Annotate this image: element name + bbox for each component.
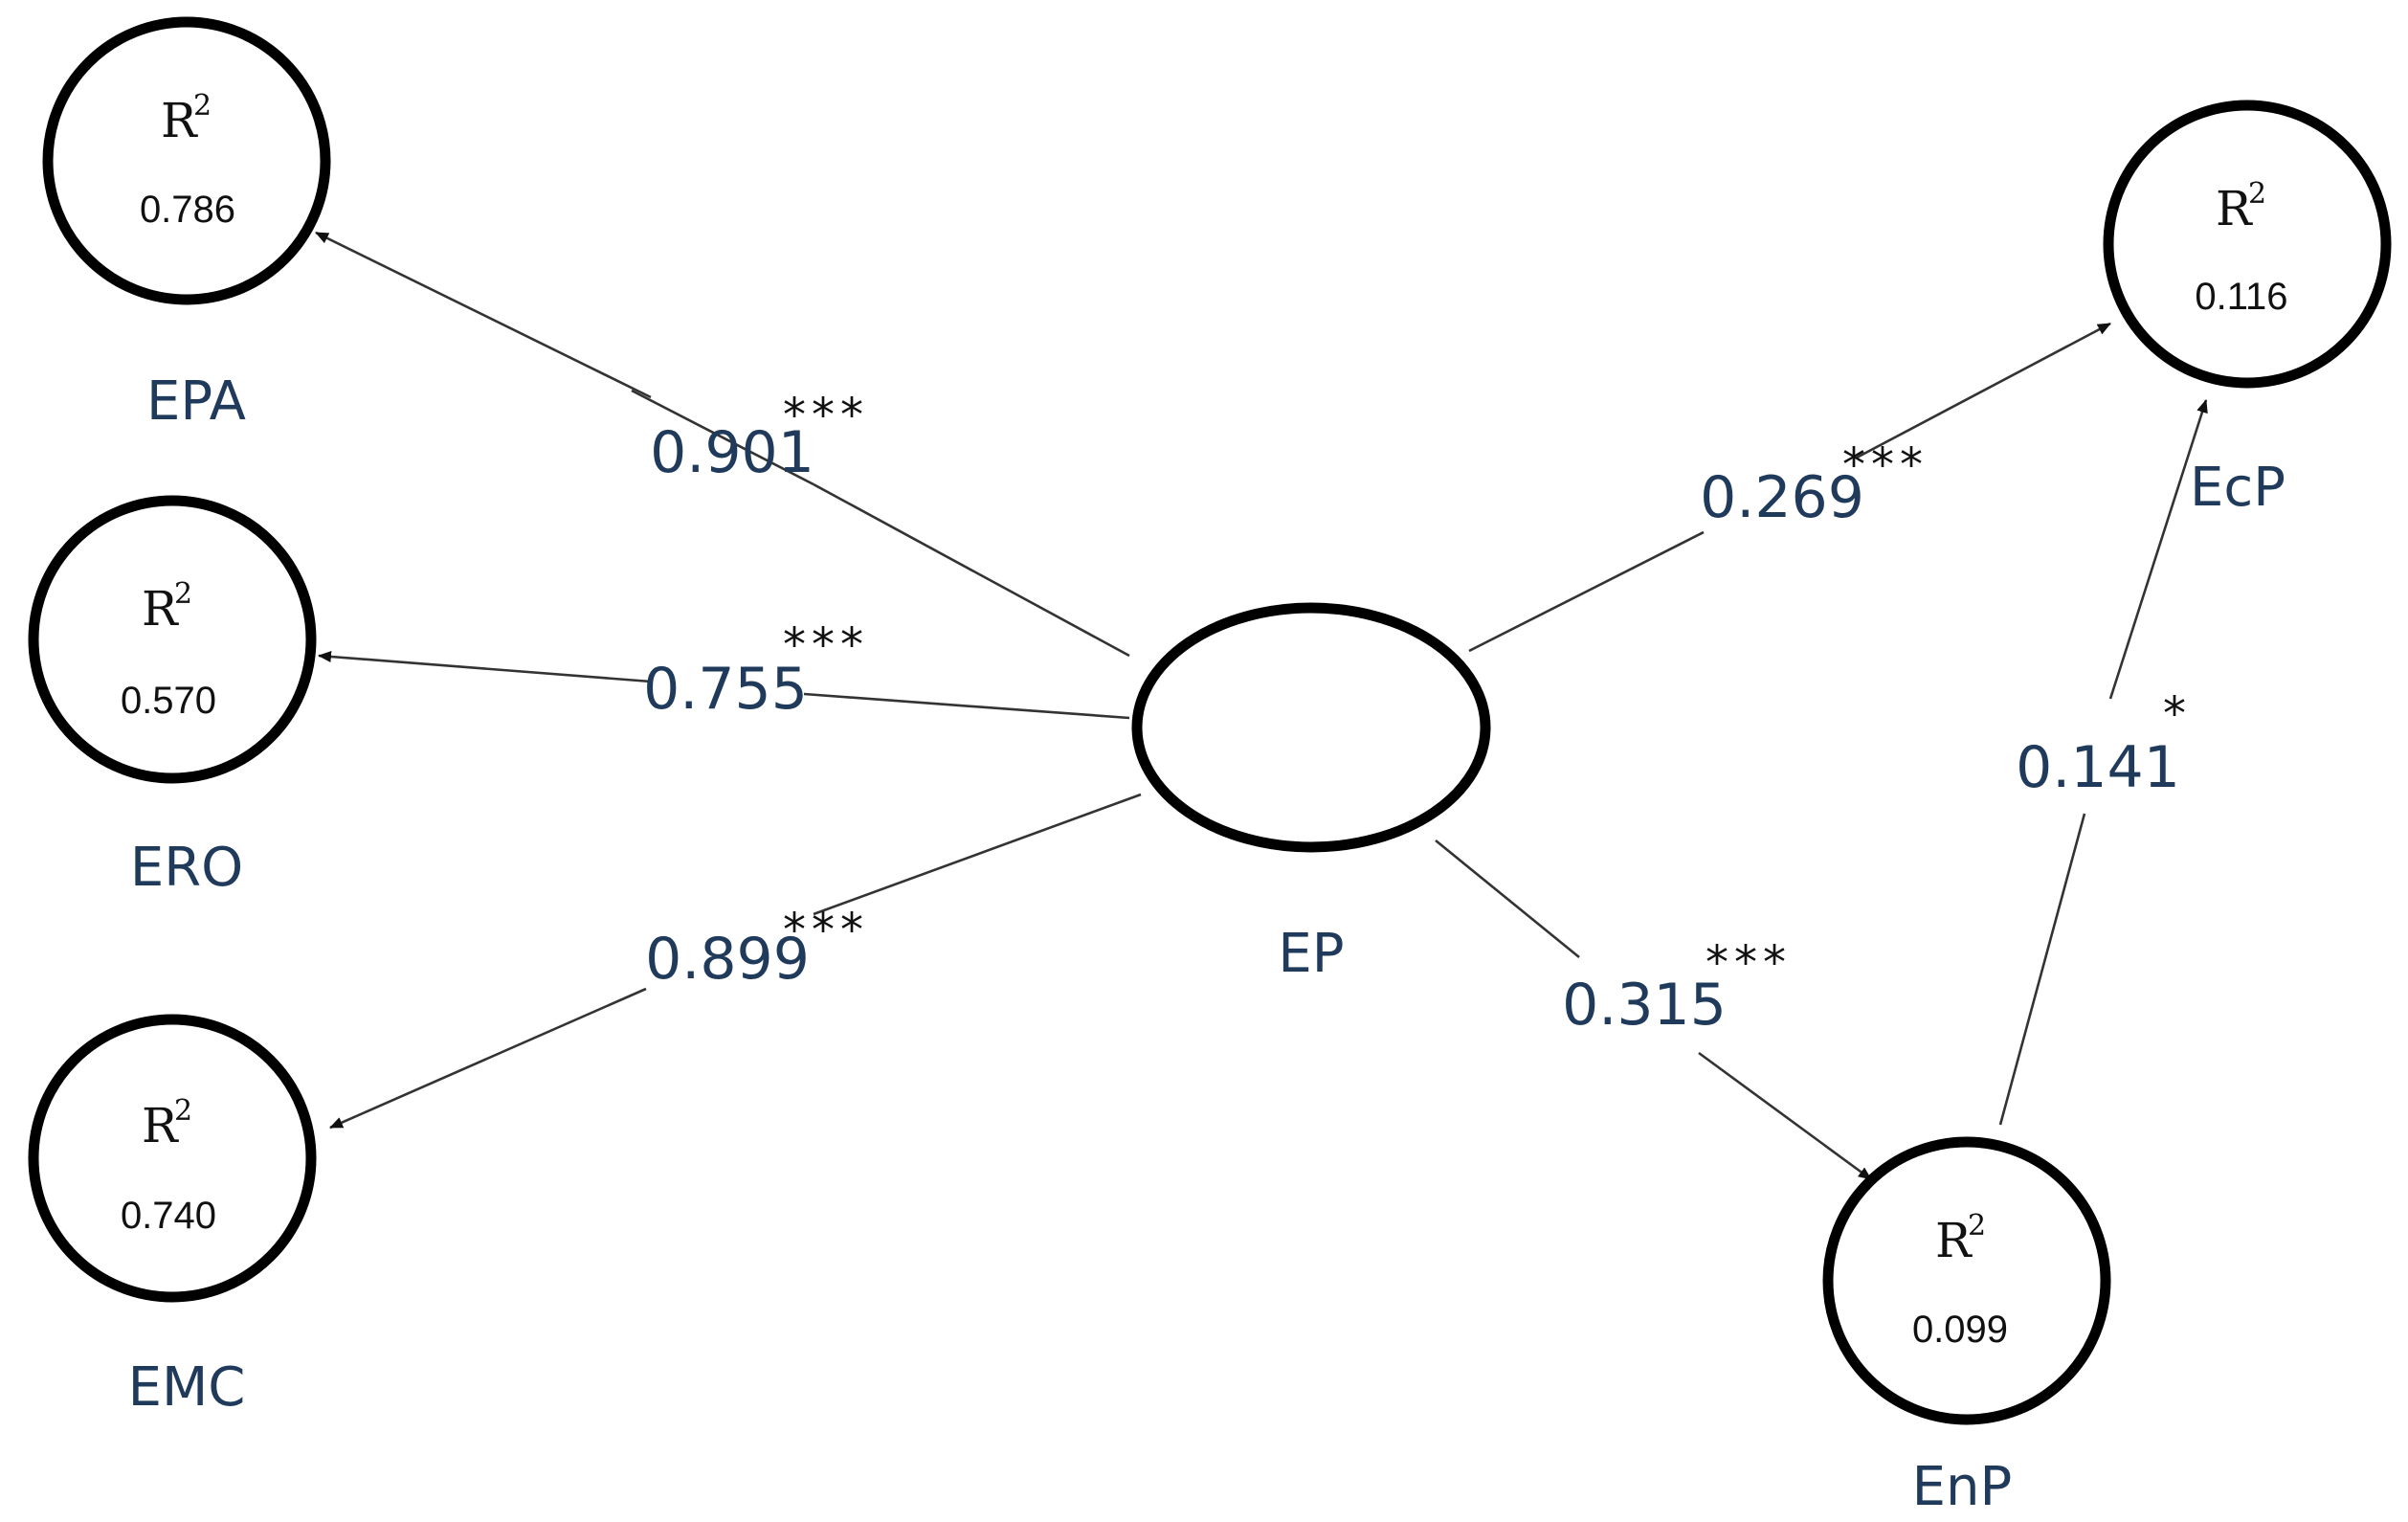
node-emc-name: EMC: [128, 1356, 246, 1419]
path-enp-ecp-seg: [1998, 813, 2086, 1126]
node-ero-r2-label: R: [142, 581, 179, 637]
node-emc-r2-value: 0.740: [121, 1195, 216, 1237]
node-epa-circle: [42, 16, 331, 305]
path-ep-emc-arrow: [329, 987, 647, 1130]
path-enp-ecp-arrow: [2108, 399, 2208, 700]
sig-ep-enp: ***: [1706, 936, 1792, 990]
sig-ep-emc: ***: [783, 904, 869, 957]
node-emc-circle: [28, 1014, 317, 1303]
sig-ep-ecp: ***: [1842, 438, 1929, 492]
node-ecp-r2-sup: 2: [2248, 177, 2266, 211]
node-enp-r2-label: R: [1935, 1213, 1973, 1268]
path-ep-epa-arrow: [315, 231, 652, 399]
node-enp-circle: [1822, 1136, 2111, 1425]
node-ecp: R 2 0.116 EcP: [2103, 100, 2392, 519]
node-ero: R 2 0.570 ERO: [28, 495, 317, 899]
coef-enp-ecp: 0.141: [2016, 734, 2180, 801]
node-ep: EP: [1131, 602, 1491, 985]
node-epa-r2-value: 0.786: [140, 189, 235, 231]
node-emc-r2-sup: 2: [174, 1094, 192, 1128]
node-ep-ellipse: [1131, 602, 1491, 853]
node-ep-name: EP: [1278, 923, 1344, 985]
path-labels: 0.901 *** 0.755 *** 0.899 *** 0.269 *** …: [643, 389, 2192, 1039]
path-ep-epa-seg: [813, 482, 1130, 658]
node-enp: R 2 0.099 EnP: [1822, 1136, 2111, 1518]
path-ep-enp-arrow: [1698, 1051, 1872, 1181]
node-epa-r2-label: R: [161, 93, 198, 148]
sig-enp-ecp: *: [2163, 687, 2192, 741]
node-ecp-name: EcP: [2190, 457, 2285, 519]
node-enp-name: EnP: [1912, 1456, 2013, 1518]
sig-ep-ero: ***: [783, 618, 869, 672]
node-epa: R 2 0.786 EPA: [42, 16, 331, 433]
path-ep-emc-seg: [813, 793, 1142, 916]
node-emc: R 2 0.740 EMC: [28, 1014, 317, 1419]
node-ecp-circle: [2103, 100, 2392, 389]
node-ecp-r2-label: R: [2216, 181, 2253, 236]
node-epa-r2-sup: 2: [193, 89, 212, 123]
path-ep-ero-arrow: [318, 651, 652, 683]
coef-ep-enp: 0.315: [1562, 972, 1727, 1039]
path-ep-ecp-arrow: [1856, 322, 2111, 459]
path-ep-epa: [631, 389, 814, 486]
path-ep-enp-seg: [1435, 839, 1580, 959]
node-ero-circle: [28, 495, 317, 784]
node-ero-name: ERO: [130, 837, 243, 899]
path-ep-ecp-seg: [1468, 530, 1705, 653]
coef-ep-ero: 0.755: [643, 656, 808, 723]
node-emc-r2-label: R: [142, 1098, 179, 1153]
coef-ep-emc: 0.899: [645, 926, 810, 993]
node-ero-r2-value: 0.570: [121, 680, 216, 722]
coef-ep-ecp: 0.269: [1700, 464, 1864, 531]
paths: [315, 231, 2208, 1181]
node-ero-r2-sup: 2: [174, 577, 192, 611]
node-enp-r2-value: 0.099: [1912, 1309, 2008, 1351]
coef-ep-epa: 0.901: [650, 419, 814, 486]
path-ep-ero-seg: [803, 692, 1130, 720]
sig-ep-epa: ***: [783, 389, 869, 442]
node-enp-r2-sup: 2: [1968, 1209, 1986, 1242]
node-ecp-r2-value: 0.116: [2195, 276, 2287, 318]
node-epa-name: EPA: [146, 370, 246, 433]
